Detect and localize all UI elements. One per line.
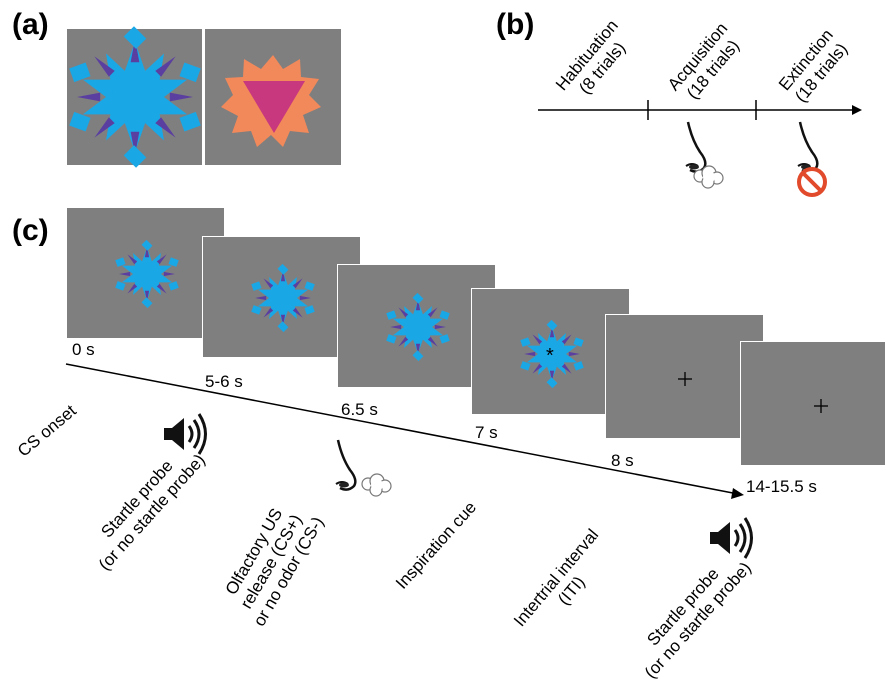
nose-odor-icon-trial — [334, 438, 392, 497]
cs-minus-stimulus — [205, 29, 341, 165]
triangle — [243, 81, 305, 133]
cs-minus-star — [221, 55, 321, 147]
trial-frame-inspiration: * — [471, 288, 630, 415]
panel-label-b: (b) — [496, 8, 535, 41]
speaker-icon-2 — [708, 516, 753, 560]
time-3: 7 s — [475, 423, 498, 442]
panel-label-c: (c) — [12, 214, 49, 247]
time-1: 5-6 s — [205, 372, 243, 391]
time-0: 0 s — [72, 340, 95, 359]
time-2: 6.5 s — [341, 400, 378, 419]
time-4: 8 s — [611, 451, 634, 470]
trial-frame-cs-onset — [66, 207, 225, 339]
nose-no-odor-icon — [796, 120, 827, 197]
panel-label-a: (a) — [12, 8, 49, 41]
time-5: 14-15.5 s — [746, 477, 817, 496]
cs-plus-stimulus — [67, 26, 202, 168]
speaker-icon — [162, 412, 207, 456]
trial-frame-end — [740, 341, 886, 466]
inspiration-asterisk-icon: * — [546, 345, 554, 367]
